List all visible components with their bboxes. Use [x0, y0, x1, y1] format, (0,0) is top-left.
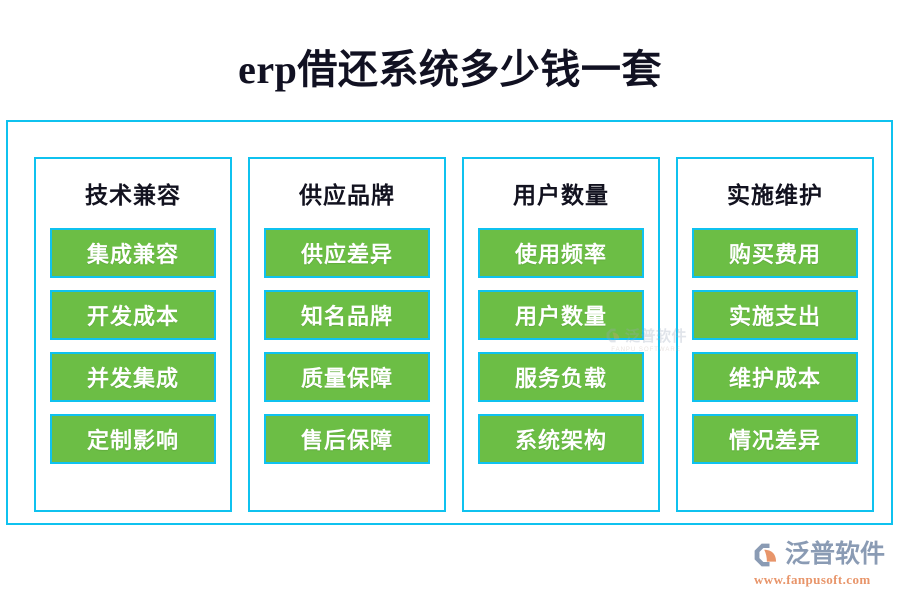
column-items: 使用频率 用户数量 服务负载 系统架构: [464, 228, 658, 464]
column-implementation-maintenance: 实施维护 购买费用 实施支出 维护成本 情况差异: [676, 157, 874, 512]
page-title: erp借还系统多少钱一套: [238, 47, 662, 92]
column-items: 购买费用 实施支出 维护成本 情况差异: [678, 228, 872, 464]
columns-container: 技术兼容 集成兼容 开发成本 并发集成 定制影响 供应品牌 供应差异 知名品牌 …: [34, 157, 874, 512]
brand-logo-row: 泛普软件: [752, 540, 894, 570]
item-chip[interactable]: 系统架构: [478, 414, 644, 464]
item-chip[interactable]: 使用频率: [478, 228, 644, 278]
item-chip[interactable]: 情况差异: [692, 414, 858, 464]
column-supply-brand: 供应品牌 供应差异 知名品牌 质量保障 售后保障: [248, 157, 446, 512]
item-chip[interactable]: 并发集成: [50, 352, 216, 402]
item-chip[interactable]: 购买费用: [692, 228, 858, 278]
item-chip[interactable]: 实施支出: [692, 290, 858, 340]
column-items: 集成兼容 开发成本 并发集成 定制影响: [36, 228, 230, 464]
item-chip[interactable]: 售后保障: [264, 414, 430, 464]
column-header: 实施维护: [727, 183, 823, 208]
brand-url: www.fanpusoft.com: [754, 572, 871, 587]
item-chip[interactable]: 集成兼容: [50, 228, 216, 278]
item-chip[interactable]: 供应差异: [264, 228, 430, 278]
item-chip[interactable]: 开发成本: [50, 290, 216, 340]
outer-frame: [6, 120, 893, 525]
brand-name: 泛普软件: [785, 541, 886, 568]
item-chip[interactable]: 维护成本: [692, 352, 858, 402]
item-chip[interactable]: 服务负载: [478, 352, 644, 402]
item-chip[interactable]: 质量保障: [264, 352, 430, 402]
item-chip[interactable]: 定制影响: [50, 414, 216, 464]
column-user-count: 用户数量 使用频率 用户数量 服务负载 系统架构: [462, 157, 660, 512]
column-technical-compatibility: 技术兼容 集成兼容 开发成本 并发集成 定制影响: [34, 157, 232, 512]
column-items: 供应差异 知名品牌 质量保障 售后保障: [250, 228, 444, 464]
column-header: 供应品牌: [299, 183, 395, 208]
column-header: 技术兼容: [85, 183, 181, 208]
brand-logo: 泛普软件 www.fanpusoft.com: [752, 540, 894, 590]
column-header: 用户数量: [513, 183, 609, 208]
fanpu-logo-icon: [752, 541, 780, 569]
item-chip[interactable]: 用户数量: [478, 290, 644, 340]
item-chip[interactable]: 知名品牌: [264, 290, 430, 340]
